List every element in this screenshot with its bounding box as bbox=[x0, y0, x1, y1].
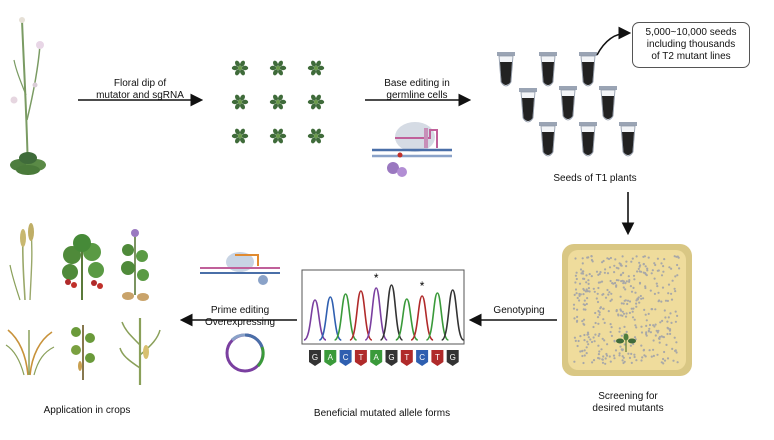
base-tile: T bbox=[431, 350, 444, 366]
base-letter: T bbox=[404, 353, 409, 362]
rosette-icon bbox=[307, 128, 325, 144]
genotyping-label: Genotyping bbox=[493, 305, 545, 316]
crop-potato-icon bbox=[121, 229, 149, 301]
seed-tube-icon bbox=[579, 52, 597, 87]
rosette-icon bbox=[307, 60, 325, 76]
base-letter: G bbox=[388, 353, 394, 362]
rosette-icon bbox=[231, 60, 249, 76]
seed-tube-icon bbox=[519, 88, 537, 123]
crop-rice-icon bbox=[5, 329, 55, 376]
chromatogram-peak bbox=[425, 292, 450, 341]
floral-dip-label-line2: mutator and sgRNA bbox=[96, 90, 184, 101]
base-editing-label-line1: Base editing in bbox=[384, 78, 450, 89]
base-letter: A bbox=[328, 353, 334, 362]
crop-soybean-icon bbox=[71, 325, 95, 380]
base-letter: A bbox=[374, 353, 380, 362]
seed-tube-icon bbox=[539, 122, 557, 157]
screening-label-line2: desired mutants bbox=[592, 403, 664, 414]
callout-line3: of T2 mutant lines bbox=[651, 51, 731, 62]
chromatogram-peak bbox=[395, 298, 419, 341]
base-letter: C bbox=[343, 353, 349, 362]
rosette-icon bbox=[269, 94, 287, 110]
seed-tube-icon bbox=[559, 86, 577, 121]
base-letter: G bbox=[450, 353, 456, 362]
arabidopsis-plant-icon bbox=[10, 17, 46, 176]
chromatogram-peak bbox=[379, 284, 404, 341]
chromatogram-peak bbox=[318, 296, 343, 341]
crop-tomato-icon bbox=[62, 234, 104, 300]
seed-tubes bbox=[497, 52, 637, 157]
mutation-marker: * bbox=[374, 271, 379, 285]
base-tile: T bbox=[354, 350, 367, 366]
base-editing-label-line2: germline cells bbox=[386, 90, 448, 101]
rosette-icon bbox=[307, 94, 325, 110]
chromatogram-peak bbox=[410, 295, 434, 341]
base-tile: A bbox=[324, 350, 337, 366]
screening-label-line1: Screening for bbox=[598, 391, 658, 402]
chromatogram-peak bbox=[333, 293, 358, 341]
base-tile: G bbox=[446, 350, 459, 366]
base-tile: G bbox=[385, 350, 398, 366]
seed-tube-icon bbox=[599, 86, 617, 121]
base-editor-icon bbox=[372, 122, 452, 177]
base-tile: C bbox=[416, 350, 429, 366]
chromatogram-peak bbox=[440, 289, 465, 341]
seed-count-callout: 5,000~10,000 seeds including thousands o… bbox=[632, 22, 750, 68]
prime-editing-label: Prime editing bbox=[210, 305, 270, 316]
allele-forms-label: Beneficial mutated allele forms bbox=[313, 408, 451, 419]
prime-editor-icon bbox=[200, 252, 280, 285]
base-letter: T bbox=[435, 353, 440, 362]
selected-seedling-icon bbox=[616, 333, 636, 352]
chromatogram-peak bbox=[303, 299, 327, 341]
base-letter: T bbox=[358, 353, 363, 362]
seed-tube-icon bbox=[497, 52, 515, 87]
crop-maize-icon bbox=[119, 318, 161, 385]
rosette-icon bbox=[269, 60, 287, 76]
overexpressing-label: Overexpressing bbox=[204, 317, 276, 328]
application-label: Application in crops bbox=[43, 405, 131, 416]
screening-plate bbox=[562, 244, 692, 376]
crop-wheat-icon bbox=[9, 223, 34, 301]
callout-line2: including thousands bbox=[646, 39, 736, 50]
seed-tube-icon bbox=[619, 122, 637, 157]
base-tile: A bbox=[370, 350, 383, 366]
chromatogram-peak bbox=[349, 290, 373, 341]
base-letter: C bbox=[419, 353, 425, 362]
seed-tube-icon bbox=[539, 52, 557, 87]
callout-line1: 5,000~10,000 seeds bbox=[645, 27, 737, 38]
arrow-to-callout bbox=[596, 26, 632, 56]
seed-tube-icon bbox=[579, 122, 597, 157]
base-tile: G bbox=[309, 350, 321, 366]
seeds-t1-label: Seeds of T1 plants bbox=[553, 173, 637, 184]
base-tile: T bbox=[400, 350, 413, 366]
rosette-icon bbox=[269, 128, 287, 144]
base-tile: C bbox=[339, 350, 352, 366]
mutation-marker: * bbox=[420, 279, 425, 293]
rosette-grid bbox=[231, 60, 325, 144]
floral-dip-label-line1: Floral dip of bbox=[113, 78, 167, 89]
chromatogram-peak bbox=[364, 287, 388, 341]
plasmid-icon bbox=[225, 333, 265, 373]
rosette-icon bbox=[231, 94, 249, 110]
rosette-icon bbox=[231, 128, 249, 144]
base-letter: G bbox=[312, 353, 318, 362]
